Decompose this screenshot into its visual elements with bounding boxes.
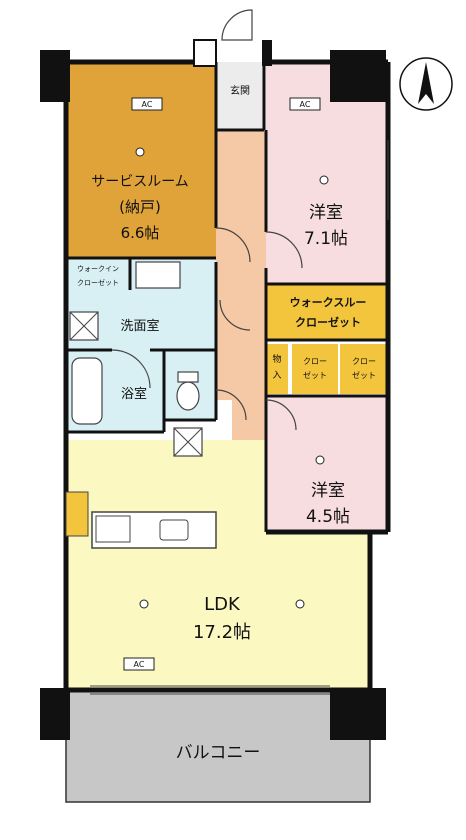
western-room-1-size: 7.1帖 <box>304 229 348 249</box>
walk-in-closet-label-1: ウォークイン <box>77 265 119 273</box>
kitchen-storage <box>65 491 89 537</box>
pipe-space <box>193 39 217 67</box>
bathroom-label: 浴室 <box>121 386 147 402</box>
entrance-area <box>216 62 264 130</box>
walk-through-closet-line2: クローゼット <box>295 315 361 329</box>
ac-unit <box>123 657 155 671</box>
service-room-area <box>66 62 216 260</box>
ac-label: AC <box>142 100 153 109</box>
storage-label-1: 物 <box>272 353 281 365</box>
kitchen-sink <box>159 519 189 541</box>
hallway-area <box>216 130 266 400</box>
ac-unit <box>131 97 163 111</box>
toilet <box>176 381 200 411</box>
hallway-area <box>232 398 266 440</box>
service-room-name: サービスルーム <box>91 174 189 190</box>
western-room-2-name: 洋室 <box>311 481 345 501</box>
compass-needle <box>418 62 434 104</box>
ceiling-lights <box>135 147 329 609</box>
western-room-2-size: 4.5帖 <box>306 507 350 527</box>
entrance-label: 玄関 <box>230 84 250 97</box>
western-room-1-name: 洋室 <box>309 203 343 223</box>
bathtub <box>71 357 103 425</box>
walk-through-closet-line1: ウォークスルー <box>290 296 367 309</box>
service-room-subname: (納戸) <box>119 198 161 216</box>
ac-label: AC <box>134 660 145 669</box>
washer-pan-x <box>69 311 99 341</box>
western-room-2-area <box>266 396 388 532</box>
closet-b-label-2: ゼット <box>352 370 376 380</box>
pillar <box>330 50 386 102</box>
closet-b-label-1: クロー <box>352 357 376 366</box>
closet-a-label-2: ゼット <box>303 370 327 380</box>
sink <box>135 261 181 289</box>
storage-label-2: 入 <box>272 370 281 381</box>
exterior-walls <box>63 59 391 693</box>
pillar <box>330 688 386 740</box>
walk-in-closet-label-2: クローゼット <box>77 278 119 287</box>
windows <box>90 140 389 695</box>
pillar <box>40 688 70 740</box>
walk-through-closet-area <box>266 284 388 340</box>
closet-b-area <box>340 344 388 394</box>
door-swings <box>111 9 303 431</box>
toilet-tank <box>177 371 199 383</box>
service-room-size: 6.6帖 <box>121 224 160 242</box>
pillar <box>262 40 272 66</box>
storage-area <box>266 344 288 394</box>
closet-a-area <box>292 344 338 394</box>
pillar <box>40 50 70 102</box>
stove <box>95 515 131 543</box>
washroom-label: 洗面室 <box>120 318 159 334</box>
ac-unit <box>289 97 321 111</box>
floor-drain-x <box>173 427 203 457</box>
balcony-label: バルコニー <box>176 743 261 763</box>
ac-label: AC <box>300 100 311 109</box>
closet-a-label-1: クロー <box>303 357 327 366</box>
ldk-name: LDK <box>204 594 241 615</box>
balcony-area <box>65 689 371 803</box>
ldk-size: 17.2帖 <box>193 622 251 643</box>
